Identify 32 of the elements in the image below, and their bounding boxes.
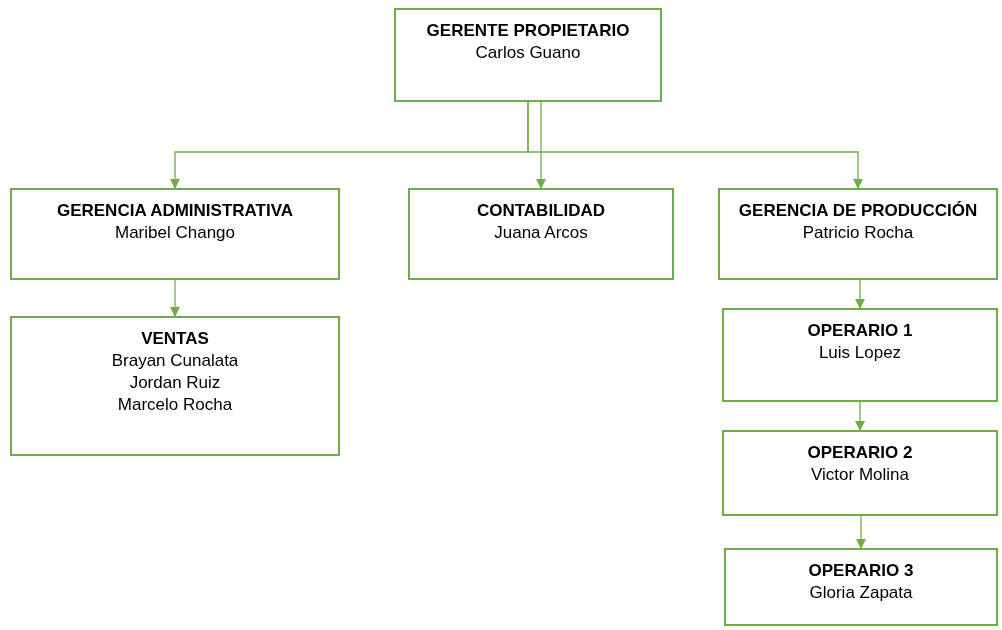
role-title: CONTABILIDAD <box>476 200 606 222</box>
org-box <box>722 430 998 516</box>
org-box <box>718 188 998 280</box>
person-name: Carlos Guano <box>475 42 581 64</box>
person-name: Juana Arcos <box>494 222 588 244</box>
org-box <box>722 308 998 402</box>
person-name: Jordan Ruiz <box>129 372 221 394</box>
role-title: GERENTE PROPIETARIO <box>426 20 630 42</box>
person-name: Maribel Chango <box>115 222 235 244</box>
org-box <box>394 8 662 102</box>
connector-arrow <box>855 279 865 309</box>
org-box <box>10 316 340 456</box>
person-name: Marcelo Rocha <box>117 394 233 416</box>
org-box <box>408 188 674 280</box>
connector-arrow <box>170 279 180 317</box>
person-name: Victor Molina <box>811 464 909 486</box>
org-box <box>10 188 340 280</box>
role-title: GERENCIA ADMINISTRATIVA <box>56 200 294 222</box>
role-title: OPERARIO 2 <box>807 442 913 464</box>
person-name: Patricio Rocha <box>802 222 914 244</box>
role-title: OPERARIO 3 <box>808 560 914 582</box>
connector-arrow <box>527 101 863 189</box>
connector-arrow <box>856 515 866 549</box>
person-name: Brayan Cunalata <box>111 350 239 372</box>
connector-arrow <box>855 401 865 431</box>
person-name: Luis Lopez <box>818 342 902 364</box>
role-title: GERENCIA DE PRODUCCIÓN <box>738 200 978 222</box>
connector-arrow <box>536 101 546 189</box>
person-name: Gloria Zapata <box>809 582 913 604</box>
org-box <box>724 548 998 626</box>
role-title: OPERARIO 1 <box>807 320 913 342</box>
role-title: VENTAS <box>141 328 209 350</box>
